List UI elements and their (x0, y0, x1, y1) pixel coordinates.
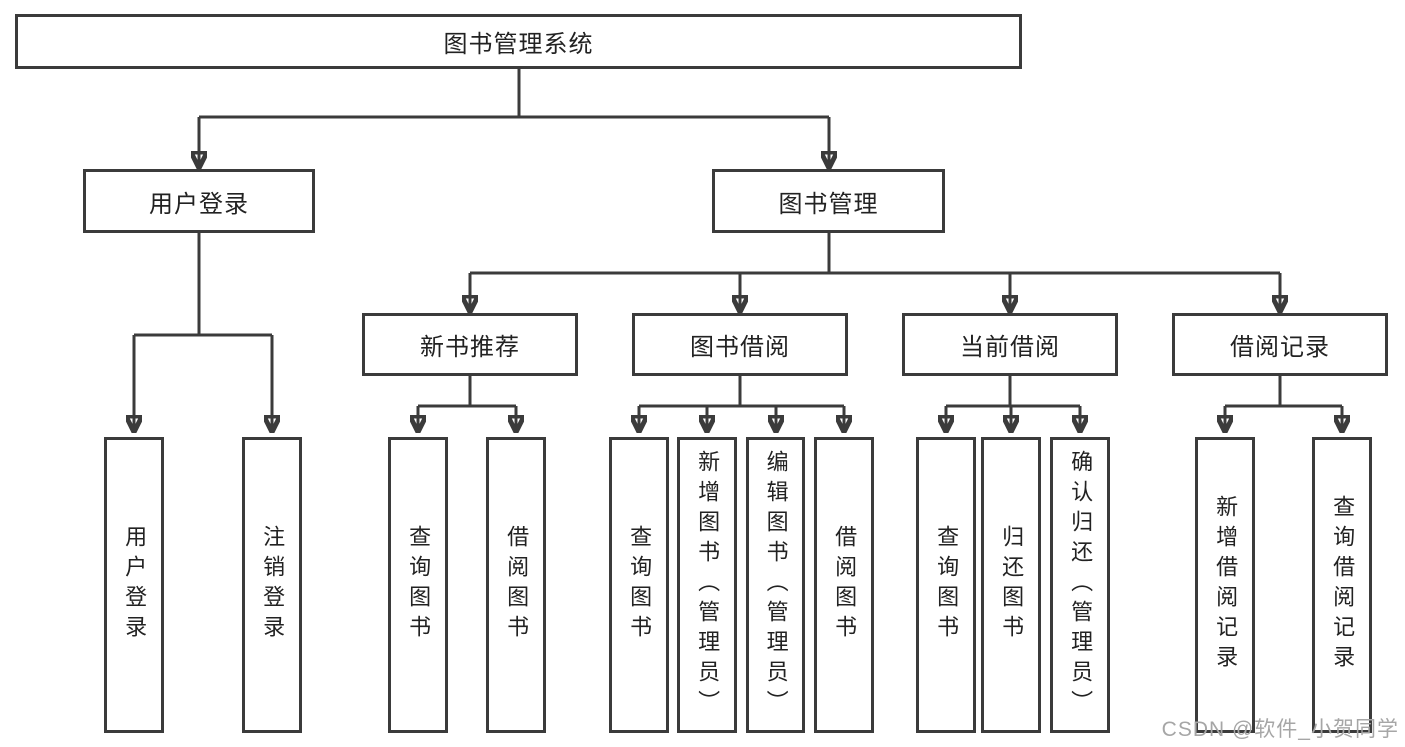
leaf-logout: 注销登录 (242, 437, 302, 733)
leaf-borrow-books-recommend: 借阅图书 (486, 437, 546, 733)
leaf-label: 确认归还（管理员） (1068, 450, 1094, 720)
leaf-add-borrow-record: 新增借阅记录 (1195, 437, 1255, 733)
connector-new-book-recommend-to-leaves (418, 376, 516, 429)
leaf-label: 新增借阅记录 (1213, 495, 1239, 675)
leaf-label: 查询图书 (627, 525, 653, 645)
node-user-login: 用户登录 (83, 169, 315, 233)
node-book-borrow: 图书借阅 (632, 313, 848, 376)
leaf-query-books-current: 查询图书 (916, 437, 976, 733)
leaf-label: 查询图书 (934, 525, 960, 645)
connector-root-to-level2 (199, 69, 829, 165)
leaf-label: 用户登录 (122, 525, 148, 645)
connector-book-management-to-level3 (470, 233, 1280, 309)
connector-user-login-to-leaves (134, 233, 272, 429)
connector-borrow-records-to-leaves (1225, 376, 1342, 429)
leaf-label: 新增图书（管理员） (695, 450, 721, 720)
leaf-confirm-return-admin: 确认归还（管理员） (1050, 437, 1110, 733)
node-current-borrow: 当前借阅 (902, 313, 1118, 376)
node-book-management: 图书管理 (712, 169, 945, 233)
node-borrow-records: 借阅记录 (1172, 313, 1388, 376)
leaf-label: 查询借阅记录 (1330, 495, 1356, 675)
leaf-borrow-books: 借阅图书 (814, 437, 874, 733)
leaf-user-login: 用户登录 (104, 437, 164, 733)
leaf-label: 借阅图书 (504, 525, 530, 645)
leaf-add-books-admin: 新增图书（管理员） (677, 437, 737, 733)
leaf-label: 注销登录 (260, 525, 286, 645)
connector-current-borrow-to-leaves (946, 376, 1080, 429)
connector-book-borrow-to-leaves (639, 376, 844, 429)
leaf-label: 查询图书 (406, 525, 432, 645)
node-new-book-recommend: 新书推荐 (362, 313, 578, 376)
node-root: 图书管理系统 (15, 14, 1022, 69)
leaf-edit-books-admin: 编辑图书（管理员） (746, 437, 805, 733)
leaf-label: 编辑图书（管理员） (763, 450, 789, 720)
leaf-query-borrow-record: 查询借阅记录 (1312, 437, 1372, 733)
leaf-label: 归还图书 (999, 525, 1025, 645)
leaf-query-books-borrow: 查询图书 (609, 437, 669, 733)
leaf-label: 借阅图书 (832, 525, 858, 645)
leaf-query-books-recommend: 查询图书 (388, 437, 448, 733)
leaf-return-books: 归还图书 (981, 437, 1041, 733)
csdn-watermark: CSDN @软件_小贺同学 (1161, 718, 1399, 741)
